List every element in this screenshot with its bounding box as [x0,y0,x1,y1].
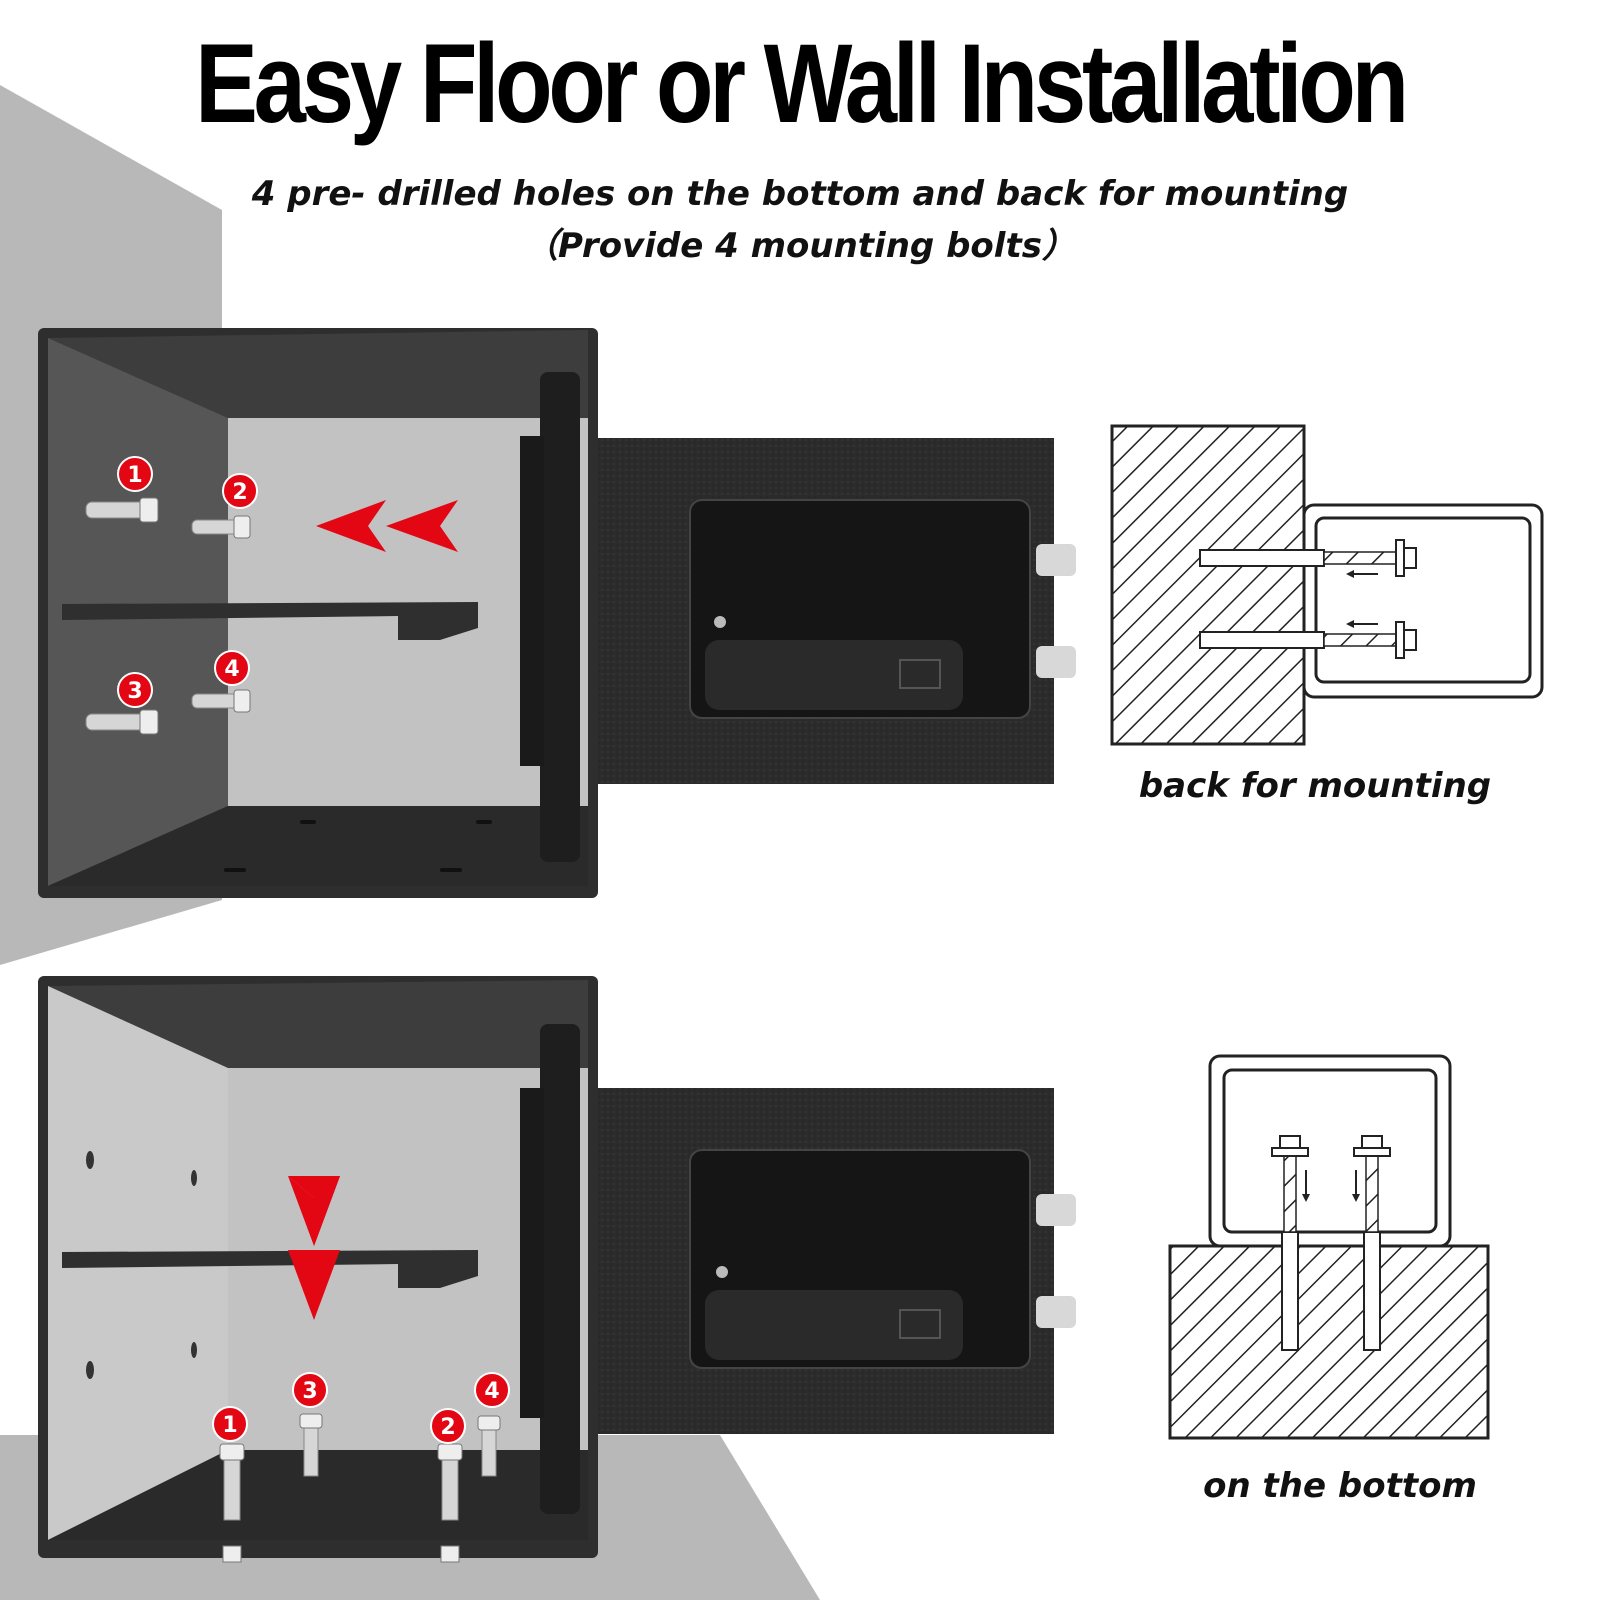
bolt-icon [191,515,251,539]
svg-text:3: 3 [302,1379,317,1404]
red-arrow-down-icon [288,1176,340,1320]
bolt-icon [1352,1135,1391,1351]
number-badge-4: 4 [214,650,250,686]
svg-text:4: 4 [484,1379,499,1404]
bolt-icon [219,1443,245,1563]
bolt-icon [299,1413,323,1477]
svg-text:3: 3 [127,679,142,704]
back-wall-bolts [85,497,251,735]
subtitle-line-2: （Provide 4 mounting bolts） [524,226,1076,266]
safe-door-bottom [598,1088,1076,1434]
svg-text:2: 2 [440,1415,455,1440]
svg-text:1: 1 [127,463,142,488]
caption-back-for-mounting: back for mounting [1138,766,1492,806]
number-badge-3: 3 [117,672,153,708]
page-title: Easy Floor or Wall Installation [195,21,1409,146]
number-badge-2: 2 [222,473,258,509]
number-badge-4: 4 [474,1372,510,1408]
svg-text:2: 2 [232,480,247,505]
bolt-icon [477,1415,501,1477]
number-badge-1: 1 [117,456,153,492]
bolt-icon [85,709,159,735]
floor-bolts [219,1413,501,1563]
floor-mount-diagram [1168,1054,1490,1440]
number-badge-3: 3 [292,1372,328,1408]
bolt-icon [1199,620,1417,659]
subtitle-line-1: 4 pre- drilled holes on the bottom and b… [251,174,1349,214]
bolt-icon [85,497,159,523]
safe-door-top [598,438,1076,784]
bolt-icon [1271,1135,1310,1351]
bolt-icon [437,1443,463,1563]
svg-text:1: 1 [222,1413,237,1438]
wall-mount-diagram [1110,424,1544,746]
number-badge-1: 1 [212,1406,248,1442]
number-badge-2: 2 [430,1408,466,1444]
bolt-icon [191,689,251,713]
red-arrow-left-icon [316,500,458,552]
bolt-icon [1199,539,1417,578]
svg-text:4: 4 [224,657,239,682]
caption-on-the-bottom: on the bottom [1203,1466,1477,1506]
safe-body-top [38,328,598,898]
